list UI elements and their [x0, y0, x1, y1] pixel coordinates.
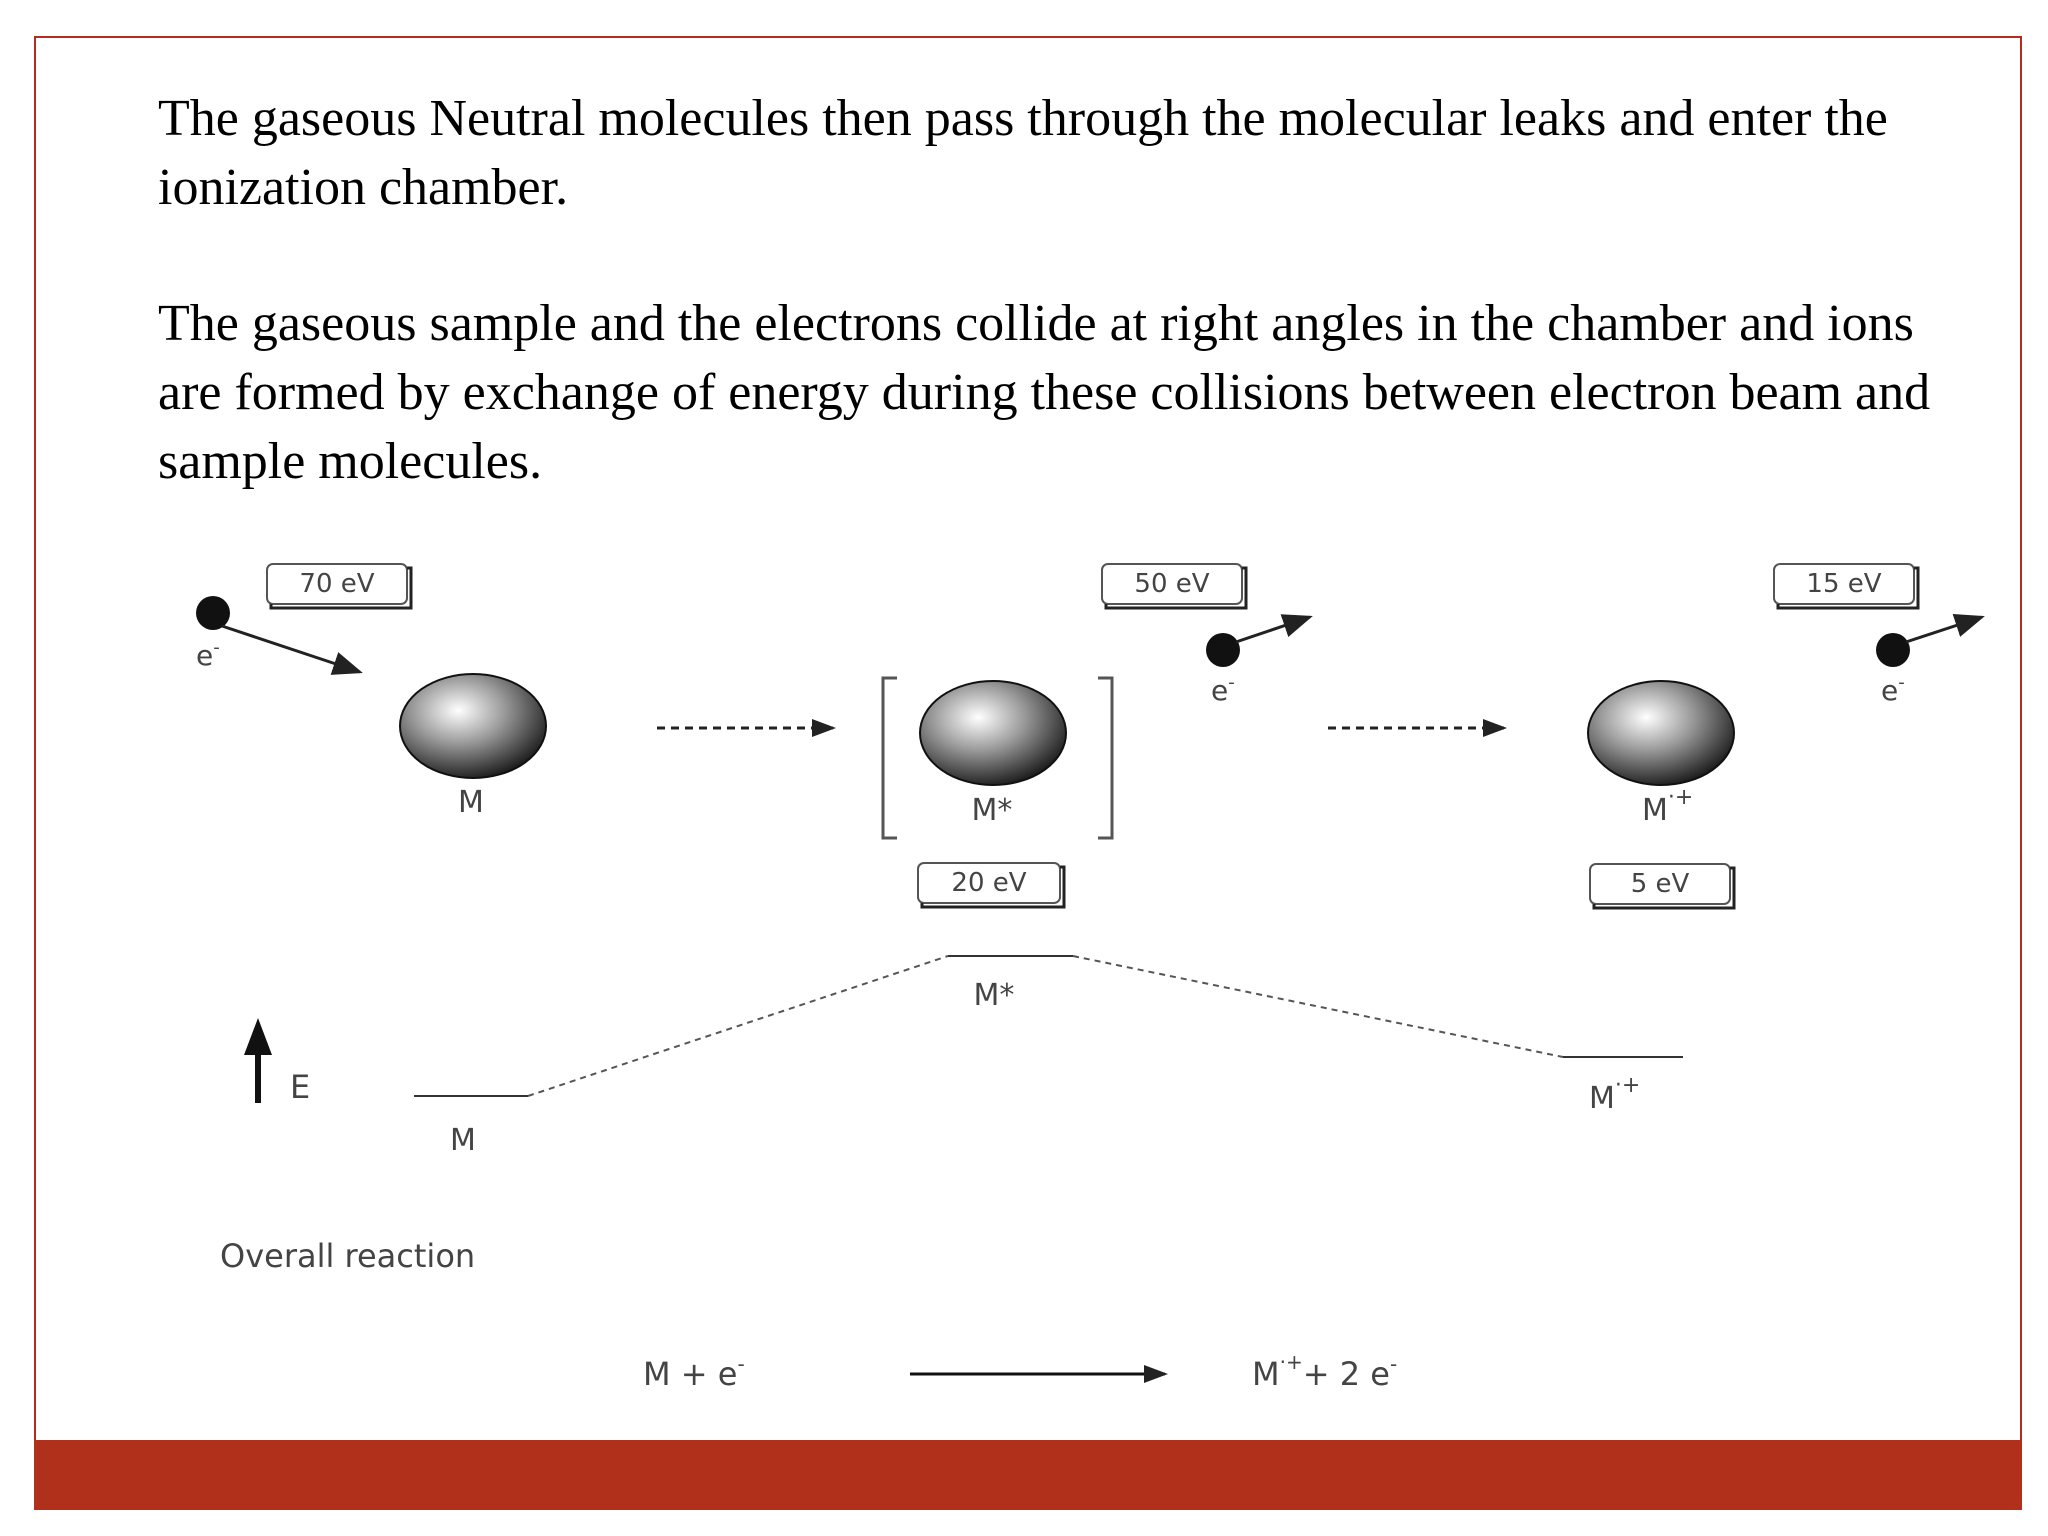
overall-reaction-title: Overall reaction: [220, 1237, 475, 1275]
reaction-reactants: M + e-: [643, 1352, 745, 1393]
overall-reaction-equation: M + e- M·++ 2 e-: [643, 1350, 1397, 1393]
level-excited-label: M*: [974, 978, 1015, 1013]
outgoing-electron-2: e-: [1876, 614, 1985, 707]
molecule-m: M: [399, 673, 547, 820]
outgoing-electron-1: e-: [1206, 614, 1313, 707]
level-cation-label: M·+: [1589, 1073, 1640, 1116]
energy-box-15ev: 15 eV: [1773, 563, 1920, 610]
energy-box-70ev: 70 eV: [266, 563, 413, 610]
energy-axis: E: [244, 1018, 310, 1106]
energy-box-50ev-label: 50 eV: [1134, 569, 1209, 599]
energy-axis-label: E: [290, 1068, 310, 1106]
energy-box-5ev: 5 eV: [1589, 863, 1736, 910]
paragraph-neutral-molecules: The gaseous Neutral molecules then pass …: [158, 90, 1888, 216]
energy-box-5ev-label: 5 eV: [1631, 869, 1690, 899]
reaction-products: M·++ 2 e-: [1252, 1350, 1397, 1393]
energy-box-20ev: 20 eV: [917, 862, 1066, 909]
electron-label-1: e-: [196, 637, 220, 672]
paragraph-collision: The gaseous sample and the electrons col…: [158, 295, 1931, 490]
energy-box-70ev-label: 70 eV: [299, 569, 374, 599]
energy-box-20ev-label: 20 eV: [951, 868, 1026, 898]
incoming-electron: e-: [196, 596, 363, 675]
radical-cation-label: M·+: [1642, 785, 1693, 828]
energy-box-50ev: 50 eV: [1101, 563, 1248, 610]
electron-label-2: e-: [1211, 672, 1235, 707]
footer-bar: [34, 1440, 2022, 1510]
level-m-label: M: [450, 1123, 476, 1158]
molecule-excited: M*: [881, 676, 1114, 840]
electron-label-3: e-: [1881, 672, 1905, 707]
molecule-m-label: M: [458, 785, 484, 820]
molecule-radical-cation: M·+: [1587, 680, 1735, 828]
energy-box-15ev-label: 15 eV: [1806, 569, 1881, 599]
energy-level-diagram: M M* M·+: [414, 955, 1683, 1158]
molecule-excited-label: M*: [972, 793, 1013, 828]
